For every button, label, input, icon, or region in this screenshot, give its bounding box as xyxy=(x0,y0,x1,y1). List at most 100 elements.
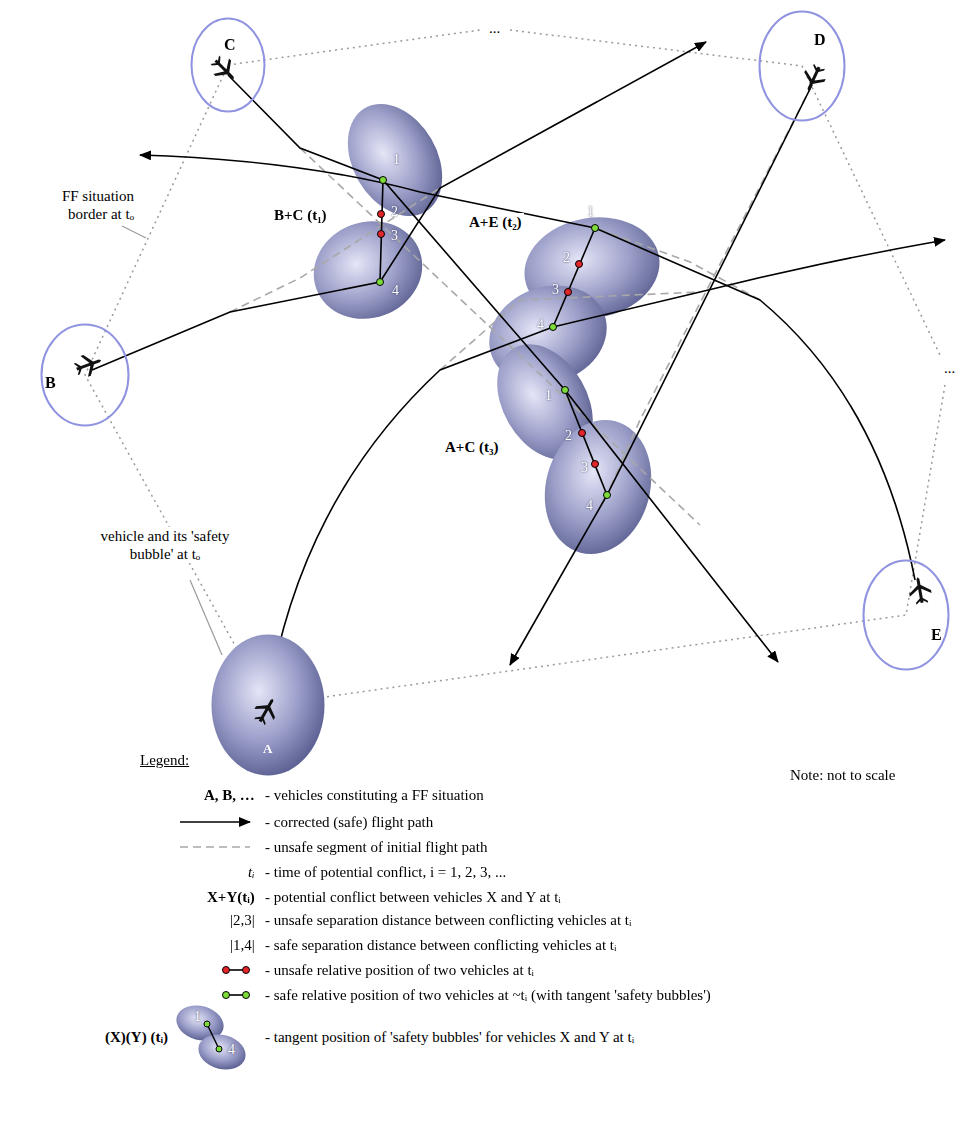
callout-number: 1 xyxy=(393,152,400,169)
callout-number: 3 xyxy=(552,282,559,299)
circle-shape xyxy=(576,261,583,268)
safety-bubble-outline xyxy=(190,17,266,113)
circle-shape xyxy=(223,992,230,999)
circle-shape xyxy=(204,1021,210,1027)
legend-text: - unsafe separation distance between con… xyxy=(265,911,631,929)
vehicle-note: vehicle and its 'safety bubble' at tₒ xyxy=(93,527,237,563)
callout-number: 2 xyxy=(563,250,570,267)
path-shape xyxy=(85,30,945,705)
callout-number: 4 xyxy=(228,1042,235,1059)
circle-shape xyxy=(579,430,586,437)
legend-key: X+Y(tᵢ) xyxy=(207,888,255,906)
circle-shape xyxy=(223,967,230,974)
callout-number: 2 xyxy=(391,204,398,221)
callout-number: 3 xyxy=(581,460,588,477)
initial-paths xyxy=(230,85,812,525)
safety-bubble xyxy=(192,19,265,112)
callout-number: 4 xyxy=(586,498,593,515)
position-dots xyxy=(377,177,611,499)
vehicle-node: D xyxy=(758,10,846,122)
leader-lines xyxy=(122,226,222,655)
conflict-label: A+E (t₂) xyxy=(467,213,524,231)
path-shape xyxy=(553,228,595,327)
vehicle-node: B xyxy=(40,323,130,427)
circle-shape xyxy=(378,231,385,238)
safety-bubble-outline xyxy=(862,559,950,671)
ellipsis: ... xyxy=(942,359,957,377)
vehicle-letter: E xyxy=(931,625,942,644)
circle-shape xyxy=(243,967,250,974)
safety-bubbles xyxy=(300,87,668,566)
callout-number: 3 xyxy=(391,228,398,245)
aircraft-symbol xyxy=(207,52,242,87)
legend-text: - tangent position of 'safety bubbles' f… xyxy=(265,1028,634,1046)
callout-number: 4 xyxy=(537,317,544,334)
circle-shape xyxy=(377,279,384,286)
legend-text: - unsafe segment of initial flight path xyxy=(265,838,487,856)
legend-key: |1,4| xyxy=(230,936,255,954)
safety-bubble xyxy=(42,325,129,426)
vehicle-letter: C xyxy=(224,35,236,54)
path-shape xyxy=(228,75,778,662)
aircraft-symbol xyxy=(798,62,829,96)
path-shape xyxy=(140,155,915,580)
separation-lines xyxy=(380,180,607,495)
path-shape xyxy=(122,226,146,238)
legend-text: - safe separation distance between confl… xyxy=(265,936,616,954)
legend-text: - time of potential conflict, i = 1, 2, … xyxy=(265,863,506,881)
safety-bubble-outline xyxy=(758,10,846,122)
circle-shape xyxy=(380,177,387,184)
path-shape xyxy=(440,292,700,370)
path-shape xyxy=(230,188,440,312)
path-shape xyxy=(180,846,250,848)
ff-border xyxy=(85,30,945,705)
vehicle-node: E xyxy=(862,559,950,671)
safety-bubble xyxy=(760,12,845,121)
callout-number: 1 xyxy=(194,1009,201,1026)
path-shape xyxy=(207,1024,219,1049)
vehicle-letter: D xyxy=(814,30,826,49)
path-shape xyxy=(268,240,945,700)
legend-key: A, B, … xyxy=(204,786,255,804)
circle-shape xyxy=(592,225,599,232)
ellipsis: ... xyxy=(487,19,502,37)
legend-key: |2,3| xyxy=(230,911,255,929)
vehicle-node: C xyxy=(190,17,266,113)
path-shape xyxy=(190,580,222,655)
legend-text: - corrected (safe) flight path xyxy=(265,813,433,831)
vehicle-node: A xyxy=(210,633,326,777)
path-shape xyxy=(300,148,700,525)
circle-shape xyxy=(550,324,557,331)
aircraft-symbol xyxy=(250,693,283,727)
border-note: FF situation border at tₒ xyxy=(40,187,136,223)
aircraft-symbol xyxy=(72,350,105,380)
circle-shape xyxy=(562,387,569,394)
path-shape xyxy=(180,821,250,823)
vehicle-letter: B xyxy=(45,373,56,392)
circle-shape xyxy=(592,461,599,468)
circle-shape xyxy=(378,211,385,218)
flight-paths xyxy=(92,42,945,700)
callout-number: 2 xyxy=(565,428,572,445)
conflict-label: B+C (t₁) xyxy=(272,206,329,224)
safety-bubble xyxy=(212,635,325,776)
safety-bubble xyxy=(864,561,949,670)
ellipse-shape xyxy=(194,1029,249,1074)
scale-note: Note: not to scale xyxy=(790,766,895,784)
legend-key: (X)(Y) (tᵢ) xyxy=(105,1028,168,1046)
callout-number: 1 xyxy=(587,204,594,221)
callout-number: 4 xyxy=(392,283,399,300)
path-shape xyxy=(565,390,607,495)
legend-text: - potential conflict between vehicles X … xyxy=(265,888,561,906)
vehicle-letter: A xyxy=(263,741,272,757)
legend-text: - unsafe relative position of two vehicl… xyxy=(265,961,534,979)
circle-shape xyxy=(565,289,572,296)
circle-shape xyxy=(243,992,250,999)
path-shape xyxy=(510,85,812,665)
legend-text: - vehicles constituting a FF situation xyxy=(265,786,484,804)
aircraft-symbol xyxy=(907,575,933,605)
callout-number: 1 xyxy=(545,388,552,405)
legend-text: - safe relative position of two vehicles… xyxy=(265,986,711,1004)
ellipse-shape xyxy=(329,87,462,233)
